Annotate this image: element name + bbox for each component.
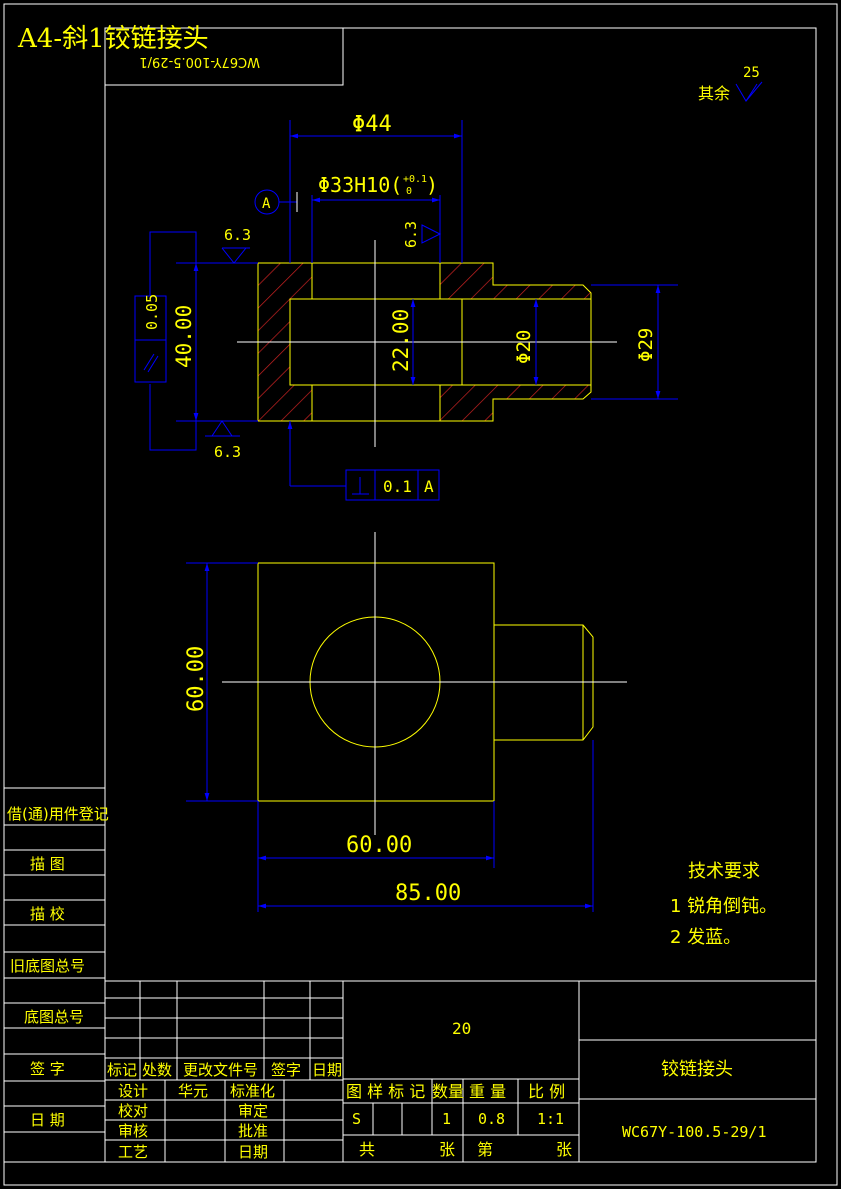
roughness-face-bottom: 6.3 bbox=[214, 443, 241, 461]
perp-tolerance-value: 0.1 bbox=[383, 477, 412, 496]
plan-view bbox=[222, 532, 627, 835]
info-header-mark: 图 样 标 记 bbox=[346, 1082, 425, 1101]
dim-h22: 22.00 bbox=[389, 309, 413, 372]
roughness-rest-label: 其余 bbox=[698, 84, 730, 103]
side-table: 借(通)用件登记 描 图 描 校 旧底图总号 底图总号 签 字 日 期 bbox=[3, 787, 109, 1163]
sheet-total-unit: 张 bbox=[439, 1140, 455, 1159]
rev-header-sign: 签字 bbox=[271, 1061, 301, 1079]
side-row-3: 描 校 bbox=[30, 905, 65, 923]
info-header-qty: 数量 bbox=[432, 1082, 464, 1101]
material-code: 20 bbox=[452, 1019, 471, 1038]
title-block: 标记 处数 更改文件号 签字 日期 设计 校对 审核 工艺 华元 标准化 审定 … bbox=[104, 980, 817, 1163]
dim-w60-vertical: 60.00 bbox=[184, 646, 209, 712]
rev-header-count: 处数 bbox=[142, 1061, 172, 1079]
dim-w60-horizontal: 60.00 bbox=[346, 833, 412, 858]
tech-item-1: 1 锐角倒钝。 bbox=[670, 896, 777, 917]
roughness-face-top: 6.3 bbox=[224, 226, 251, 244]
sheet-total-label: 共 bbox=[359, 1140, 375, 1159]
roughness-rest: 其余 25 bbox=[698, 65, 763, 103]
side-row-6: 签 字 bbox=[30, 1060, 65, 1078]
info-header-weight: 重 量 bbox=[469, 1082, 506, 1101]
section-dimensions: Φ44 Φ33H10( +0.1 0 ) A 6.3 6.3 6.3 40.00 bbox=[134, 112, 678, 501]
role-approve: 批准 bbox=[238, 1122, 268, 1140]
info-value-scale: 1:1 bbox=[537, 1110, 564, 1128]
section-view bbox=[237, 240, 617, 447]
dim-d33-close: ) bbox=[426, 173, 438, 197]
dim-d29: Φ29 bbox=[635, 328, 657, 362]
side-row-7: 日 期 bbox=[30, 1111, 65, 1129]
sheet-title: A4-斜1铰链接头 bbox=[17, 24, 209, 54]
roughness-bore-symbol bbox=[421, 224, 442, 244]
tech-requirements: 技术要求 1 锐角倒钝。 2 发蓝。 bbox=[670, 861, 777, 948]
datum-label: A bbox=[262, 196, 271, 212]
dim-d20: Φ20 bbox=[513, 330, 535, 364]
role-check: 校对 bbox=[118, 1102, 148, 1120]
plan-dimensions: 60.00 60.00 85.00 bbox=[184, 562, 594, 912]
role-verify: 审定 bbox=[238, 1102, 268, 1120]
role-design: 设计 bbox=[118, 1082, 148, 1100]
side-row-1: 借(通)用件登记 bbox=[7, 805, 109, 823]
dim-d44: Φ44 bbox=[352, 112, 392, 137]
role-standard: 标准化 bbox=[230, 1082, 275, 1100]
designer-name: 华元 bbox=[178, 1082, 208, 1100]
roughness-bore: 6.3 bbox=[402, 221, 420, 248]
dim-d33-tol-lower: 0 bbox=[406, 186, 412, 197]
rev-header-date: 日期 bbox=[312, 1061, 342, 1079]
role-process: 工艺 bbox=[118, 1143, 148, 1161]
dim-h40: 40.00 bbox=[172, 305, 196, 368]
tech-item-2: 2 发蓝。 bbox=[670, 927, 741, 948]
info-value-weight: 0.8 bbox=[478, 1110, 505, 1128]
mirror-code: WC67Y-100.5-29/1 bbox=[139, 54, 260, 69]
roughness-rest-symbol bbox=[735, 83, 758, 102]
info-header-scale: 比 例 bbox=[528, 1082, 565, 1101]
info-value-mark: S bbox=[352, 1110, 361, 1128]
parallel-icon bbox=[143, 353, 159, 373]
dim-d33: Φ33H10( bbox=[318, 173, 402, 197]
rev-header-docno: 更改文件号 bbox=[183, 1061, 258, 1079]
roughness-rest-value: 25 bbox=[743, 65, 760, 81]
side-row-4: 旧底图总号 bbox=[10, 957, 85, 975]
side-row-2: 描 图 bbox=[30, 855, 65, 873]
rev-header-mark: 标记 bbox=[107, 1061, 137, 1079]
part-name: 铰链接头 bbox=[661, 1059, 733, 1080]
info-value-qty: 1 bbox=[442, 1110, 451, 1128]
sheet-index-label: 第 bbox=[477, 1140, 493, 1159]
tech-heading: 技术要求 bbox=[688, 861, 760, 882]
perpendicular-icon bbox=[352, 477, 369, 495]
role-date: 日期 bbox=[238, 1143, 268, 1161]
side-row-5: 底图总号 bbox=[24, 1008, 84, 1026]
dim-w85: 85.00 bbox=[395, 881, 461, 906]
drawing-number: WC67Y-100.5-29/1 bbox=[622, 1123, 767, 1141]
dim-d33-tol-upper: +0.1 bbox=[403, 174, 427, 185]
perp-tolerance-datum: A bbox=[424, 477, 434, 496]
parallel-tolerance-frame bbox=[134, 295, 167, 383]
role-review: 审核 bbox=[118, 1122, 148, 1140]
perp-tolerance-frame bbox=[345, 469, 440, 501]
sheet-index-unit: 张 bbox=[556, 1140, 572, 1159]
parallel-tolerance-value: 0.05 bbox=[143, 294, 161, 330]
